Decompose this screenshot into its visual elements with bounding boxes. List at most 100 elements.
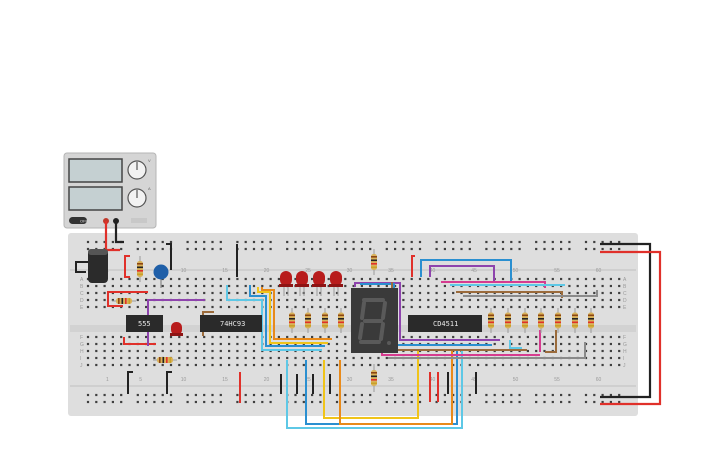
resistor[interactable] (322, 312, 328, 329)
resistor[interactable] (116, 298, 132, 304)
resistor-band (169, 357, 172, 363)
resistor-band (522, 314, 528, 317)
resistor[interactable] (289, 312, 295, 329)
jumper-wires-short[interactable] (107, 243, 477, 403)
column-number: 50 (513, 377, 519, 383)
resistor[interactable] (588, 312, 594, 329)
ceramic-capacitor[interactable] (153, 264, 169, 289)
resistor-band (555, 314, 561, 317)
resistor-band (371, 259, 377, 262)
resistor[interactable] (371, 370, 377, 386)
resistors[interactable] (112, 249, 594, 392)
column-number: 25 (305, 268, 311, 274)
resistor-band (159, 357, 161, 363)
resistor-band (371, 256, 377, 258)
led[interactable] (313, 271, 325, 286)
resistor[interactable] (137, 261, 143, 277)
electrolytic-capacitor[interactable] (75, 249, 108, 283)
resistor-band (322, 318, 328, 320)
row-letter: G (80, 342, 84, 348)
resistor-band (522, 321, 528, 324)
power-button[interactable] (69, 217, 87, 224)
column-number: 10 (181, 268, 187, 274)
resistor[interactable] (538, 312, 544, 329)
column-number: 45 (471, 377, 477, 383)
resistor-band (555, 321, 561, 324)
timer-chip[interactable]: 555 (126, 315, 163, 332)
resistor[interactable] (338, 312, 344, 329)
counter-chip[interactable]: 74HC93 (200, 315, 262, 332)
resistor-band (371, 375, 377, 378)
resistor[interactable] (371, 254, 377, 270)
resistor-band (137, 266, 143, 269)
resistor-band (338, 325, 344, 327)
resistor-band (371, 263, 377, 265)
led[interactable] (280, 271, 292, 286)
resistor-band (505, 314, 511, 317)
counter-chip-label: 74HC93 (220, 320, 245, 328)
row-letter: C (80, 291, 84, 297)
power-supply[interactable]: V A OFF (63, 152, 157, 229)
row-letter: D (80, 298, 84, 304)
led[interactable] (296, 271, 308, 286)
row-letter: I (623, 356, 624, 362)
column-number: 25 (305, 377, 311, 383)
resistor-band (538, 325, 544, 327)
row-letter: H (80, 349, 84, 355)
resistor[interactable] (488, 312, 494, 329)
resistor-band (572, 321, 578, 324)
resistor-band (371, 372, 377, 374)
led-base (295, 284, 309, 287)
resistor-band (488, 314, 494, 317)
row-letter: F (623, 335, 626, 341)
resistor[interactable] (505, 312, 511, 329)
column-number: 35 (388, 377, 394, 383)
knob-2-label: A (148, 186, 151, 191)
red-leds[interactable] (279, 271, 343, 296)
resistor-band (166, 357, 168, 363)
row-letter: F (80, 335, 83, 341)
power-button-label: OFF (80, 219, 89, 224)
signal-wires[interactable] (147, 259, 598, 429)
column-number: 60 (596, 268, 602, 274)
decoder-chip[interactable]: CD4511 (408, 315, 482, 332)
column-number: 15 (222, 377, 228, 383)
resistor[interactable] (522, 312, 528, 329)
row-letter: G (623, 342, 627, 348)
resistor-band (522, 325, 528, 327)
resistor-band (488, 321, 494, 324)
resistor-band (572, 314, 578, 317)
resistor-band (137, 263, 143, 265)
resistor-band (305, 325, 311, 327)
resistor-band (289, 321, 295, 324)
resistor-band (488, 325, 494, 327)
resistor-band (505, 318, 511, 320)
led[interactable] (330, 271, 342, 286)
led-base (312, 284, 326, 287)
led-single[interactable] (170, 322, 183, 336)
resistor-band (588, 321, 594, 324)
row-letter: A (80, 277, 84, 283)
row-letter: J (80, 363, 83, 369)
column-number: 1 (106, 377, 109, 383)
resistor[interactable] (572, 312, 578, 329)
resistor-band (572, 325, 578, 327)
resistor-band (555, 325, 561, 327)
row-letter: B (80, 284, 84, 290)
resistor-band (538, 314, 544, 317)
row-letter: B (623, 284, 627, 290)
resistor[interactable] (555, 312, 561, 329)
resistor-band (338, 318, 344, 320)
column-number: 50 (513, 268, 519, 274)
resistor-band (322, 314, 328, 317)
resistor[interactable] (157, 357, 173, 363)
column-number: 5 (139, 377, 142, 383)
resistor[interactable] (305, 312, 311, 329)
resistor-band (371, 379, 377, 381)
column-number: 20 (264, 268, 270, 274)
resistor-band (505, 321, 511, 324)
resistor-band (588, 325, 594, 327)
column-number: 10 (181, 377, 187, 383)
seven-segment-display[interactable] (351, 288, 398, 353)
